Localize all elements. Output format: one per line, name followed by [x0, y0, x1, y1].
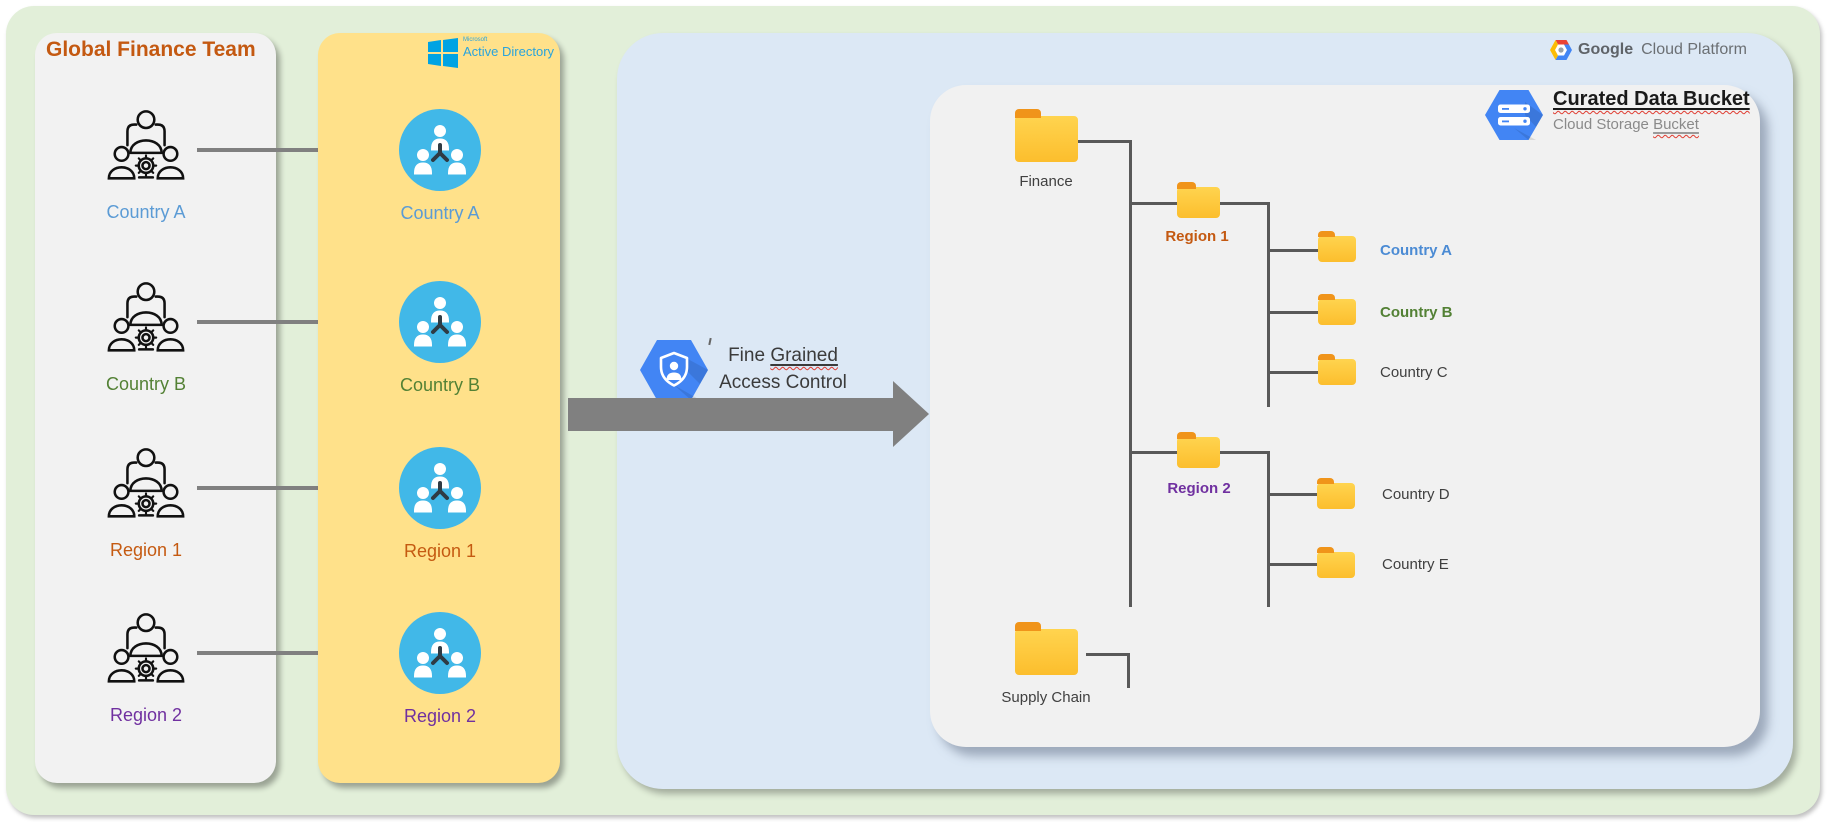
tree-label-country-b: Country B [1380, 304, 1453, 321]
tree-line [1086, 653, 1130, 656]
folder-icon [1317, 478, 1355, 509]
tree-line [1129, 140, 1132, 607]
global-finance-team-panel [35, 33, 276, 783]
tree-line [1268, 563, 1317, 566]
gcp-hexagon-icon [1550, 40, 1572, 60]
gcp-logo-google: Google [1578, 41, 1634, 58]
ad-row-label-country-b: Country B [399, 375, 481, 395]
team-gear-icon [107, 448, 185, 518]
tree-line [1078, 140, 1130, 143]
flow-arrow [568, 398, 894, 431]
folder-icon [1318, 354, 1356, 385]
folder-icon [1177, 182, 1220, 218]
folder-icon [1015, 109, 1078, 162]
tree-line [1267, 202, 1270, 407]
ad-row-label-region-1: Region 1 [403, 541, 477, 561]
folder-icon [1015, 622, 1078, 675]
bucket-title: Curated Data Bucket [1553, 88, 1750, 110]
tree-line [1127, 653, 1130, 688]
tree-line [1268, 249, 1318, 252]
fgac-line1-underlined: Grained [770, 345, 838, 366]
folder-icon [1317, 547, 1355, 578]
tree-line [1268, 371, 1318, 374]
folder-icon [1318, 294, 1356, 325]
tree-line [1268, 311, 1318, 314]
gcp-logo-cloud-platform: Cloud Platform [1641, 41, 1747, 58]
tree-line [1267, 451, 1270, 607]
tree-label-finance: Finance [1019, 173, 1073, 190]
tree-line [1220, 451, 1268, 454]
left-row-label-region-2: Region 2 [109, 705, 183, 725]
team-gear-icon [107, 110, 185, 180]
tree-label-country-c: Country C [1380, 364, 1448, 381]
fgac-line1-plain: Fine [728, 345, 771, 366]
gcp-logo: Google Cloud Platform [1550, 40, 1747, 60]
left-row-label-country-a: Country A [106, 202, 186, 222]
tree-label-region-1: Region 1 [1165, 228, 1229, 245]
team-gear-icon [107, 282, 185, 352]
ad-row-label-country-a: Country A [400, 203, 480, 223]
storage-bucket-icon [1485, 90, 1543, 140]
tree-line [1268, 493, 1317, 496]
ad-group-icon [399, 447, 481, 529]
active-directory-wordmark: Active Directory [463, 44, 555, 59]
fgac-line2: Access Control [719, 372, 847, 393]
flow-arrow-head [893, 381, 929, 447]
ad-row-label-region-2: Region 2 [403, 706, 477, 726]
tree-line [1130, 451, 1177, 454]
fine-grained-access-control-label: Fine Grained Access Control [697, 342, 869, 396]
tree-label-supply-chain: Supply Chain [1001, 689, 1091, 706]
windows-logo-icon [428, 38, 458, 68]
tree-label-region-2: Region 2 [1167, 480, 1231, 497]
active-directory-logo: Microsoft Active Directory [463, 37, 554, 59]
team-gear-icon [107, 613, 185, 683]
iam-shield-icon [640, 340, 708, 400]
bucket-subtitle: Cloud Storage Bucket [1553, 116, 1699, 133]
tree-line [1220, 202, 1268, 205]
panel-title-global-finance-team: Global Finance Team [46, 38, 256, 61]
folder-icon [1318, 231, 1356, 262]
ad-group-icon [399, 612, 481, 694]
left-row-label-country-b: Country B [105, 374, 187, 394]
microsoft-wordmark: Microsoft [463, 37, 488, 43]
ad-group-icon [399, 281, 481, 363]
ad-group-icon [399, 109, 481, 191]
tree-label-country-d: Country D [1382, 486, 1450, 503]
left-row-label-region-1: Region 1 [109, 540, 183, 560]
tree-label-country-a: Country A [1380, 242, 1452, 259]
folder-icon [1177, 432, 1220, 468]
tree-line [1130, 202, 1177, 205]
tree-label-country-e: Country E [1382, 556, 1449, 573]
